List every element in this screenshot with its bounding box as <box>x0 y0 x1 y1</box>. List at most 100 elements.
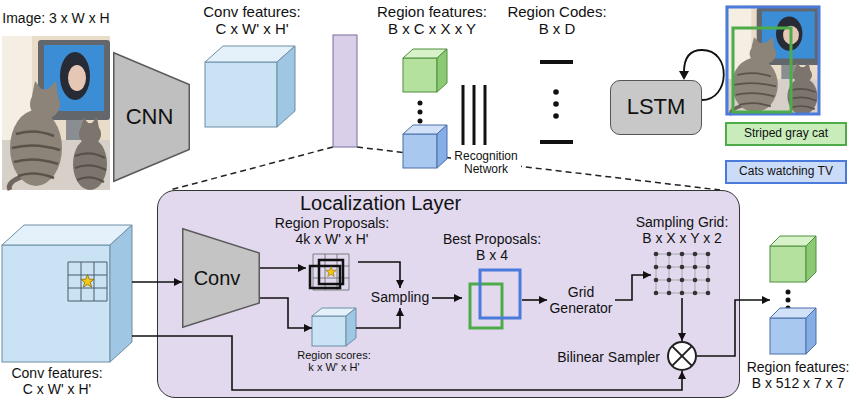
node-label: Region scores: k x W' x H' <box>294 349 374 374</box>
blue-cube <box>403 125 447 168</box>
sampling-grid-dots <box>693 252 698 257</box>
trapezoid-outline <box>183 229 260 328</box>
node-label: LSTM <box>627 95 686 120</box>
trapezoid-outline <box>114 53 190 182</box>
code-vectors <box>540 140 573 144</box>
score-cube <box>312 308 356 346</box>
node-label: Bilinear Sampler <box>557 350 660 366</box>
sampling-grid-dots <box>682 254 683 293</box>
node-label: Image: 3 x W x H <box>2 11 109 27</box>
proposal-boxes <box>313 254 349 290</box>
sampling-grid-dots <box>667 265 672 270</box>
sampling-grid-dots <box>667 278 672 283</box>
feature-cube <box>2 225 132 362</box>
node-label: Region features: B x 512 x 7 x 7 <box>744 360 852 391</box>
lstm-box: LSTM <box>610 80 702 135</box>
node-label: Grid Generator <box>548 285 614 316</box>
sampling-grid-dots <box>654 278 659 283</box>
node-label: Conv <box>194 267 241 289</box>
receptive-grid <box>81 262 82 301</box>
cnn-trapezoid: CNN <box>113 52 190 182</box>
sampling-grid-dots <box>693 278 698 283</box>
localization-layer: Localization LayerConv Region Proposals: … <box>157 190 740 398</box>
sampling-step: Sampling <box>368 288 432 308</box>
green-cube <box>403 58 437 92</box>
recurrence-loop <box>679 71 689 80</box>
dashed-callout <box>170 147 333 190</box>
receptive-grid <box>68 301 107 302</box>
code-vectors <box>540 60 573 144</box>
green-cube <box>403 49 447 92</box>
caption-box: Cats watching TV <box>725 160 847 184</box>
feature-cube <box>110 225 132 362</box>
receptive-grid <box>107 262 108 301</box>
sampling-grid-dots <box>706 278 711 283</box>
localization-column <box>333 35 357 147</box>
sampling-grid-dots <box>654 265 659 270</box>
node-label: Striped gray cat <box>744 127 828 140</box>
sampling-grid-dots <box>669 254 670 293</box>
feature-cube <box>2 245 110 362</box>
sampling-grid-dots <box>654 252 659 257</box>
connector-arrow <box>522 299 547 301</box>
green-bounding-box <box>733 28 791 112</box>
proposal-boxes <box>313 254 314 290</box>
feature-cube <box>205 62 277 127</box>
ellipsis-dots <box>418 110 423 115</box>
node-label: Region Proposals: 4k x W' x H' <box>272 216 392 247</box>
green-cube <box>770 246 806 282</box>
recognition-layers <box>484 85 487 145</box>
receptive-grid <box>68 262 69 301</box>
receptive-grid <box>68 262 107 263</box>
blue-bounding-box <box>727 7 819 114</box>
sampler-circle <box>668 342 696 370</box>
proposal-boxes <box>313 290 349 291</box>
blue-cube <box>437 125 447 168</box>
bilinear-sampler: Bilinear Sampler <box>667 341 697 371</box>
receptive-grid <box>68 262 107 301</box>
connector-arrow <box>260 267 306 269</box>
node-label: Cats watching TV <box>739 165 833 178</box>
green-cube <box>437 49 447 92</box>
code-vectors <box>553 113 559 119</box>
caption-box: Striped gray cat <box>725 122 847 146</box>
sampling-grid-dots <box>695 254 696 293</box>
blue-cube <box>806 308 816 354</box>
code-vectors <box>553 101 559 107</box>
output-photo <box>725 5 820 115</box>
green-cube <box>770 236 816 282</box>
code-vectors <box>540 60 573 64</box>
shape-outline <box>667 341 697 371</box>
receptive-grid <box>94 262 95 301</box>
sampling-grid-dots <box>656 254 657 293</box>
sampling-grid-dots <box>706 291 711 296</box>
ellipsis-dots <box>418 101 423 124</box>
sampling-grid-dots <box>693 265 698 270</box>
ellipsis-dots <box>786 290 791 311</box>
ellipsis-dots <box>418 101 423 106</box>
green-cube <box>806 236 816 282</box>
ellipsis-dots <box>786 298 791 303</box>
code-vectors <box>553 89 559 95</box>
node-label: Best Proposals: B x 4 <box>440 232 544 263</box>
score-cube <box>312 316 346 346</box>
feature-cube <box>205 46 295 127</box>
blue-cube <box>770 308 816 354</box>
sampling-grid-dots <box>680 278 685 283</box>
blue-cube <box>403 134 437 168</box>
sampler-cross <box>672 346 692 366</box>
node-label: Region Codes: B x D <box>505 4 610 38</box>
connector-arrow <box>132 281 182 283</box>
feature-cube <box>277 46 295 127</box>
recognition-layers <box>473 85 476 145</box>
connector-arrow <box>681 298 683 341</box>
sampling-grid-dots <box>706 265 711 270</box>
receptive-grid <box>68 288 107 289</box>
node-label: Conv features: C x W' x H' <box>200 4 305 38</box>
node-label: Sampling Grid: B x X x Y x 2 <box>632 215 732 246</box>
anchor-star <box>81 275 94 288</box>
node-label: Conv features: C x W' x H' <box>7 366 107 397</box>
sampling-grid-dots <box>708 254 709 293</box>
sampling-grid-dots <box>680 252 685 257</box>
node-label: Localization Layer <box>300 192 461 214</box>
